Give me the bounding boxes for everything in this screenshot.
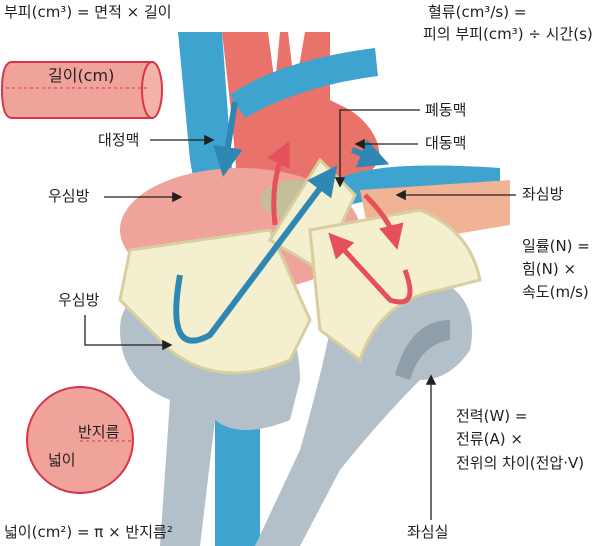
blood-flow-arrow-red-1 (267, 141, 290, 226)
label-left-ventricle: 좌심실 (407, 523, 449, 541)
cylinder-length-label: 길이(cm) (48, 66, 115, 85)
circle-area-label: 넓이 (48, 451, 76, 469)
elec-power-line1: 전력(W) = (456, 407, 528, 425)
mech-power-line3: 속도(m/s) (522, 283, 589, 301)
area-formula: 넓이(cm²) = π × 반지름² (4, 523, 173, 541)
mech-power-line2: 힘(N) × (522, 260, 577, 278)
label-right-ventricle: 우심방 (58, 291, 100, 309)
mech-power-line1: 일률(N) = (522, 237, 590, 255)
blood-flow-arrow-blue-main (173, 165, 338, 344)
pulmonary-artery-upper (230, 48, 378, 118)
label-right-atrium: 우심방 (48, 187, 90, 205)
blood-flow-arrow-bidirectional (350, 139, 390, 168)
volume-formula: 부피(cm³) = 면적 × 길이 (4, 3, 172, 21)
blood-flow-formula-line1: 혈류(cm³/s) = (428, 3, 527, 21)
circle-radius-label: 반지름 (78, 423, 120, 441)
label-aorta: 대동맥 (425, 134, 467, 152)
blood-flow-arrow-red-2 (363, 193, 404, 250)
label-pulmonary-artery: 폐동맥 (425, 101, 467, 119)
circle-area-diagram (26, 386, 134, 494)
elec-power-line2: 전류(A) × (456, 430, 523, 448)
blood-flow-arrow-blue (213, 101, 243, 177)
cylinder-volume-diagram (0, 61, 163, 119)
blood-flow-arrow-red-3 (328, 232, 413, 305)
blood-flow-formula-line2: 피의 부피(cm³) ÷ 시간(s) (423, 25, 593, 43)
label-left-atrium: 좌심방 (522, 185, 564, 203)
label-vena-cava: 대정맥 (98, 131, 140, 149)
elec-power-line3: 전위의 차이(전압·V) (456, 454, 585, 472)
leader-right-ventricle (84, 315, 173, 351)
leader-pulmonary-artery (334, 109, 420, 188)
